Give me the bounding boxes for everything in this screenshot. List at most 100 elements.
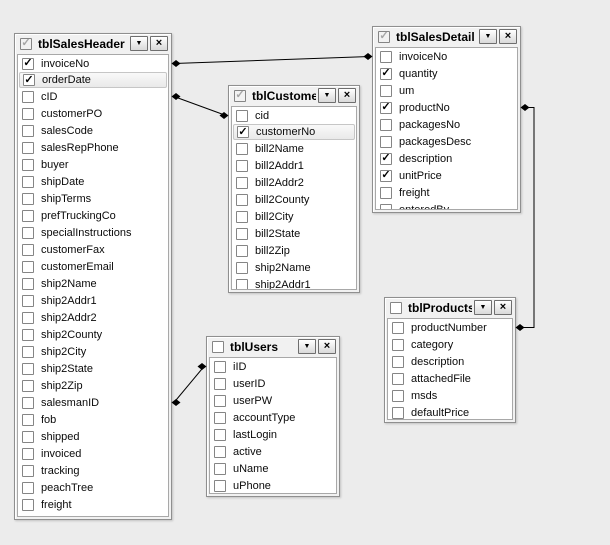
field-checkbox[interactable] [236, 227, 248, 240]
field-checkbox[interactable]: ✓ [380, 67, 392, 80]
field-checkbox[interactable] [22, 481, 34, 494]
table-select-checkbox[interactable] [212, 340, 224, 353]
field-row-description[interactable]: ✓description [376, 150, 517, 167]
field-row-uPhone[interactable]: uPhone [210, 477, 336, 493]
field-row-cid[interactable]: cid [232, 107, 356, 124]
field-row-ship2City[interactable]: ship2City [18, 343, 168, 360]
field-row-ship2Addr1[interactable]: ship2Addr1 [232, 276, 356, 289]
field-checkbox[interactable] [22, 464, 34, 477]
field-checkbox[interactable] [236, 261, 248, 274]
field-row-bill2Addr1[interactable]: bill2Addr1 [232, 157, 356, 174]
field-checkbox[interactable] [214, 394, 226, 407]
chevron-down-icon[interactable]: ▼ [479, 29, 497, 44]
table-window-tblsalesheader[interactable]: ✓ tblSalesHeader ▼ × ✓invoiceNo✓orderDat… [14, 33, 172, 520]
field-checkbox[interactable] [22, 430, 34, 443]
field-row-attachedFile[interactable]: attachedFile [388, 370, 512, 387]
field-checkbox[interactable] [392, 389, 404, 402]
field-row-um[interactable]: um [376, 82, 517, 99]
table-select-checkbox[interactable] [390, 301, 402, 314]
field-row-ship2Addr1[interactable]: ship2Addr1 [18, 292, 168, 309]
chevron-down-icon[interactable]: ▼ [130, 36, 148, 51]
field-checkbox[interactable]: ✓ [380, 152, 392, 165]
table-titlebar[interactable]: ✓ tblCustomer ▼ × [230, 87, 358, 104]
field-checkbox[interactable] [22, 294, 34, 307]
table-titlebar[interactable]: ✓ tblSalesDetail ▼ × [374, 28, 519, 45]
field-checkbox[interactable] [214, 377, 226, 390]
field-row-category[interactable]: category [388, 336, 512, 353]
close-icon[interactable]: × [150, 36, 168, 51]
field-row-shipped[interactable]: shipped [18, 428, 168, 445]
field-row-ship2Addr2[interactable]: ship2Addr2 [18, 309, 168, 326]
field-row-msds[interactable]: msds [388, 387, 512, 404]
field-row-uName[interactable]: uName [210, 460, 336, 477]
field-checkbox[interactable] [236, 109, 248, 122]
field-row-salesCode[interactable]: salesCode [18, 122, 168, 139]
field-row-freight[interactable]: freight [376, 184, 517, 201]
field-row-specialInstructions[interactable]: specialInstructions [18, 224, 168, 241]
field-checkbox[interactable] [214, 462, 226, 475]
field-checkbox[interactable] [392, 406, 404, 419]
field-checkbox[interactable] [214, 445, 226, 458]
field-checkbox[interactable] [22, 498, 34, 511]
field-checkbox[interactable] [22, 158, 34, 171]
field-checkbox[interactable] [22, 124, 34, 137]
table-select-checkbox[interactable]: ✓ [20, 37, 32, 50]
field-row-customerFax[interactable]: customerFax [18, 241, 168, 258]
table-titlebar[interactable]: ✓ tblSalesHeader ▼ × [16, 35, 170, 52]
field-row-ship2Name[interactable]: ship2Name [18, 275, 168, 292]
field-checkbox[interactable] [380, 84, 392, 97]
field-checkbox[interactable] [22, 413, 34, 426]
field-row-fob[interactable]: fob [18, 411, 168, 428]
field-row-ship2County[interactable]: ship2County [18, 326, 168, 343]
field-checkbox[interactable] [22, 345, 34, 358]
field-checkbox[interactable] [380, 50, 392, 63]
field-row-bill2Name[interactable]: bill2Name [232, 140, 356, 157]
close-icon[interactable]: × [494, 300, 512, 315]
field-row-bill2County[interactable]: bill2County [232, 191, 356, 208]
field-row-defaultPrice[interactable]: defaultPrice [388, 404, 512, 419]
field-row-accountType[interactable]: accountType [210, 409, 336, 426]
close-icon[interactable]: × [499, 29, 517, 44]
field-checkbox[interactable] [22, 226, 34, 239]
chevron-down-icon[interactable]: ▼ [298, 339, 316, 354]
field-row-ship2Zip[interactable]: ship2Zip [18, 377, 168, 394]
field-checkbox[interactable]: ✓ [380, 101, 392, 114]
field-checkbox[interactable] [22, 90, 34, 103]
field-checkbox[interactable] [380, 135, 392, 148]
field-row-unitPrice[interactable]: ✓unitPrice [376, 167, 517, 184]
field-row-shipDate[interactable]: shipDate [18, 173, 168, 190]
field-checkbox[interactable] [392, 372, 404, 385]
field-row-peachTree[interactable]: peachTree [18, 479, 168, 496]
table-titlebar[interactable]: tblProducts ▼ × [386, 299, 514, 316]
field-row-customerNo[interactable]: ✓customerNo [233, 124, 355, 140]
field-checkbox[interactable] [236, 210, 248, 223]
field-checkbox[interactable] [22, 311, 34, 324]
field-row-bill2Zip[interactable]: bill2Zip [232, 242, 356, 259]
field-checkbox[interactable] [380, 203, 392, 209]
field-checkbox[interactable] [22, 107, 34, 120]
field-row-lastLogin[interactable]: lastLogin [210, 426, 336, 443]
field-checkbox[interactable] [380, 186, 392, 199]
field-row-bill2State[interactable]: bill2State [232, 225, 356, 242]
field-row-prefTruckingCo[interactable]: prefTruckingCo [18, 207, 168, 224]
field-checkbox[interactable] [236, 142, 248, 155]
close-icon[interactable]: × [318, 339, 336, 354]
field-checkbox[interactable]: ✓ [380, 169, 392, 182]
field-checkbox[interactable] [236, 244, 248, 257]
field-row-customerPO[interactable]: customerPO [18, 105, 168, 122]
field-row-shipTerms[interactable]: shipTerms [18, 190, 168, 207]
field-row-enteredBy[interactable]: enteredBy [376, 201, 517, 209]
field-checkbox[interactable] [236, 278, 248, 289]
field-checkbox[interactable] [22, 192, 34, 205]
field-row-ship2Name[interactable]: ship2Name [232, 259, 356, 276]
field-checkbox[interactable] [22, 362, 34, 375]
field-row[interactable] [18, 513, 168, 516]
field-row-description[interactable]: description [388, 353, 512, 370]
field-checkbox[interactable] [22, 175, 34, 188]
field-row-packagesDesc[interactable]: packagesDesc [376, 133, 517, 150]
field-checkbox[interactable]: ✓ [22, 57, 34, 70]
